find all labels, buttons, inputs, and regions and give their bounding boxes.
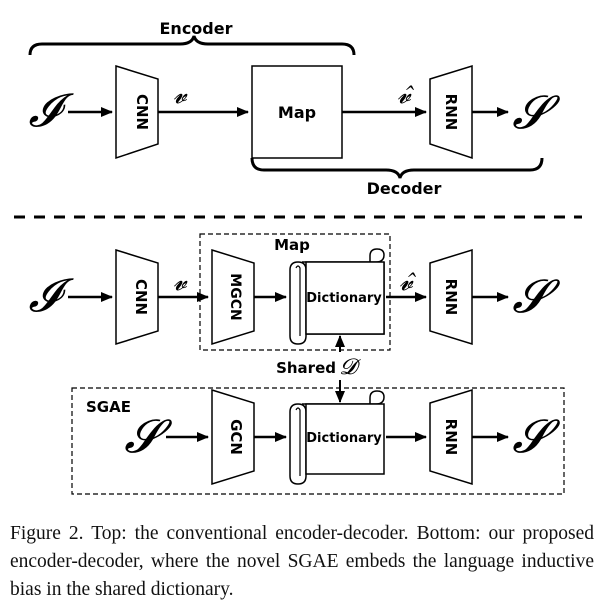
dictionary-label: Dictionary — [306, 291, 382, 306]
mapped-feature-symbol: 𝓿̂ — [399, 267, 417, 297]
input-image-symbol: 𝓘 — [28, 83, 74, 137]
shared-label: Shared — [276, 359, 336, 377]
shared-dictionary-symbol: 𝓓 — [340, 355, 362, 380]
decoder-brace — [250, 157, 544, 179]
sgae-input-symbol: 𝓢 — [124, 409, 172, 463]
feature-symbol: 𝓿 — [173, 80, 188, 110]
sgae-pipeline: SGAE 𝓢 GCN Dictionary RNN 𝓢 — [71, 387, 565, 495]
dictionary-scroll: Dictionary — [289, 390, 385, 485]
map-block — [251, 65, 343, 159]
decoder-label: Decoder — [367, 179, 442, 198]
encoder-label: Encoder — [160, 19, 233, 38]
map-label: Map — [278, 103, 316, 122]
input-image-symbol: 𝓘 — [28, 268, 74, 322]
encoder-decoder-diagram: Encoder 𝓘 CNN 𝓿 Map 𝓿̂ RNN 𝓢 Decoder Map — [14, 19, 582, 495]
figure-caption: Figure 2. Top: the conventional encoder-… — [10, 523, 594, 600]
rnn-label: RNN — [442, 279, 460, 316]
rnn-label: RNN — [442, 419, 460, 456]
map-region-label: Map — [274, 236, 310, 254]
dictionary-scroll: Dictionary — [289, 248, 385, 345]
output-sentence-symbol: 𝓢 — [512, 85, 560, 139]
cnn-block — [115, 248, 159, 346]
gcn-block — [211, 388, 255, 486]
top-pipeline: Encoder 𝓘 CNN 𝓿 Map 𝓿̂ RNN 𝓢 Decoder — [28, 19, 560, 198]
cnn-label: CNN — [132, 279, 150, 315]
cnn-block — [115, 64, 159, 160]
gcn-label: GCN — [227, 419, 245, 455]
feature-symbol: 𝓿 — [173, 267, 188, 297]
rnn-block — [429, 248, 473, 346]
dictionary-label: Dictionary — [306, 431, 382, 446]
cnn-label: CNN — [133, 94, 151, 130]
rnn-label: RNN — [442, 94, 460, 131]
output-sentence-symbol: 𝓢 — [512, 269, 560, 323]
mgcn-label: MGCN — [227, 273, 243, 320]
rnn-block — [429, 388, 473, 486]
rnn-block — [429, 64, 473, 160]
mapped-feature-symbol: 𝓿̂ — [397, 80, 415, 110]
sgae-region — [71, 387, 565, 495]
bottom-pipeline: Map 𝓘 CNN 𝓿 MGCN Dictionary 𝓿̂ RNN — [28, 233, 560, 403]
mgcn-block — [211, 248, 255, 346]
sgae-title: SGAE — [86, 398, 131, 416]
sgae-output-symbol: 𝓢 — [512, 409, 560, 463]
encoder-brace — [28, 35, 356, 56]
